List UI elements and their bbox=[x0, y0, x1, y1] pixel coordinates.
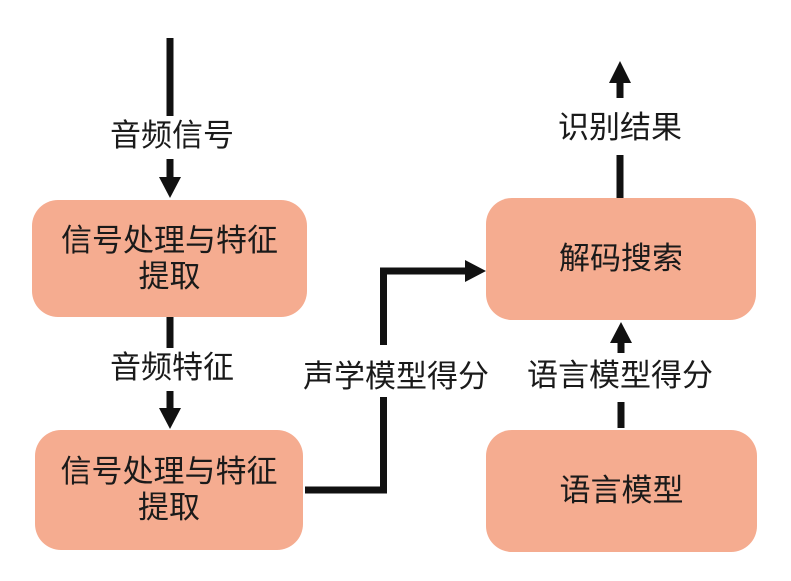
edge-label-acoustic-model-score: 声学模型得分 bbox=[303, 359, 489, 394]
edge-label-audio-feature: 音频特征 bbox=[110, 350, 234, 385]
arrow-acoustic-score-upper-elbow bbox=[380, 267, 466, 345]
node-signal-processing-bottom-label-line1: 信号处理与特征 bbox=[60, 454, 278, 489]
node-signal-processing-top-label-line1: 信号处理与特征 bbox=[61, 222, 278, 258]
node-decode-search-label: 解码搜索 bbox=[559, 241, 683, 276]
arrowhead-language-score-icon bbox=[610, 322, 632, 343]
node-signal-processing-top: 信号处理与特征 提取 bbox=[32, 200, 307, 317]
arrowhead-recognition-icon bbox=[609, 61, 631, 83]
edge-label-language-model-score: 语言模型得分 bbox=[527, 358, 713, 393]
node-language-model: 语言模型 bbox=[486, 430, 757, 552]
node-language-model-label: 语言模型 bbox=[559, 473, 684, 508]
node-signal-processing-bottom-label-line2: 提取 bbox=[138, 490, 200, 525]
arrowhead-audio-feature-icon bbox=[159, 408, 181, 429]
edge-label-audio-signal: 音频信号 bbox=[110, 118, 234, 153]
arrowhead-acoustic-score-icon bbox=[465, 260, 486, 282]
node-signal-processing-bottom: 信号处理与特征 提取 bbox=[35, 430, 303, 550]
node-decode-search: 解码搜索 bbox=[486, 198, 756, 320]
node-signal-processing-top-label-line2: 提取 bbox=[138, 258, 201, 294]
arrow-acoustic-score-lower-elbow bbox=[305, 397, 387, 494]
edge-label-recognition-result: 识别结果 bbox=[558, 110, 682, 145]
arrowhead-audio-signal-icon bbox=[159, 177, 181, 198]
